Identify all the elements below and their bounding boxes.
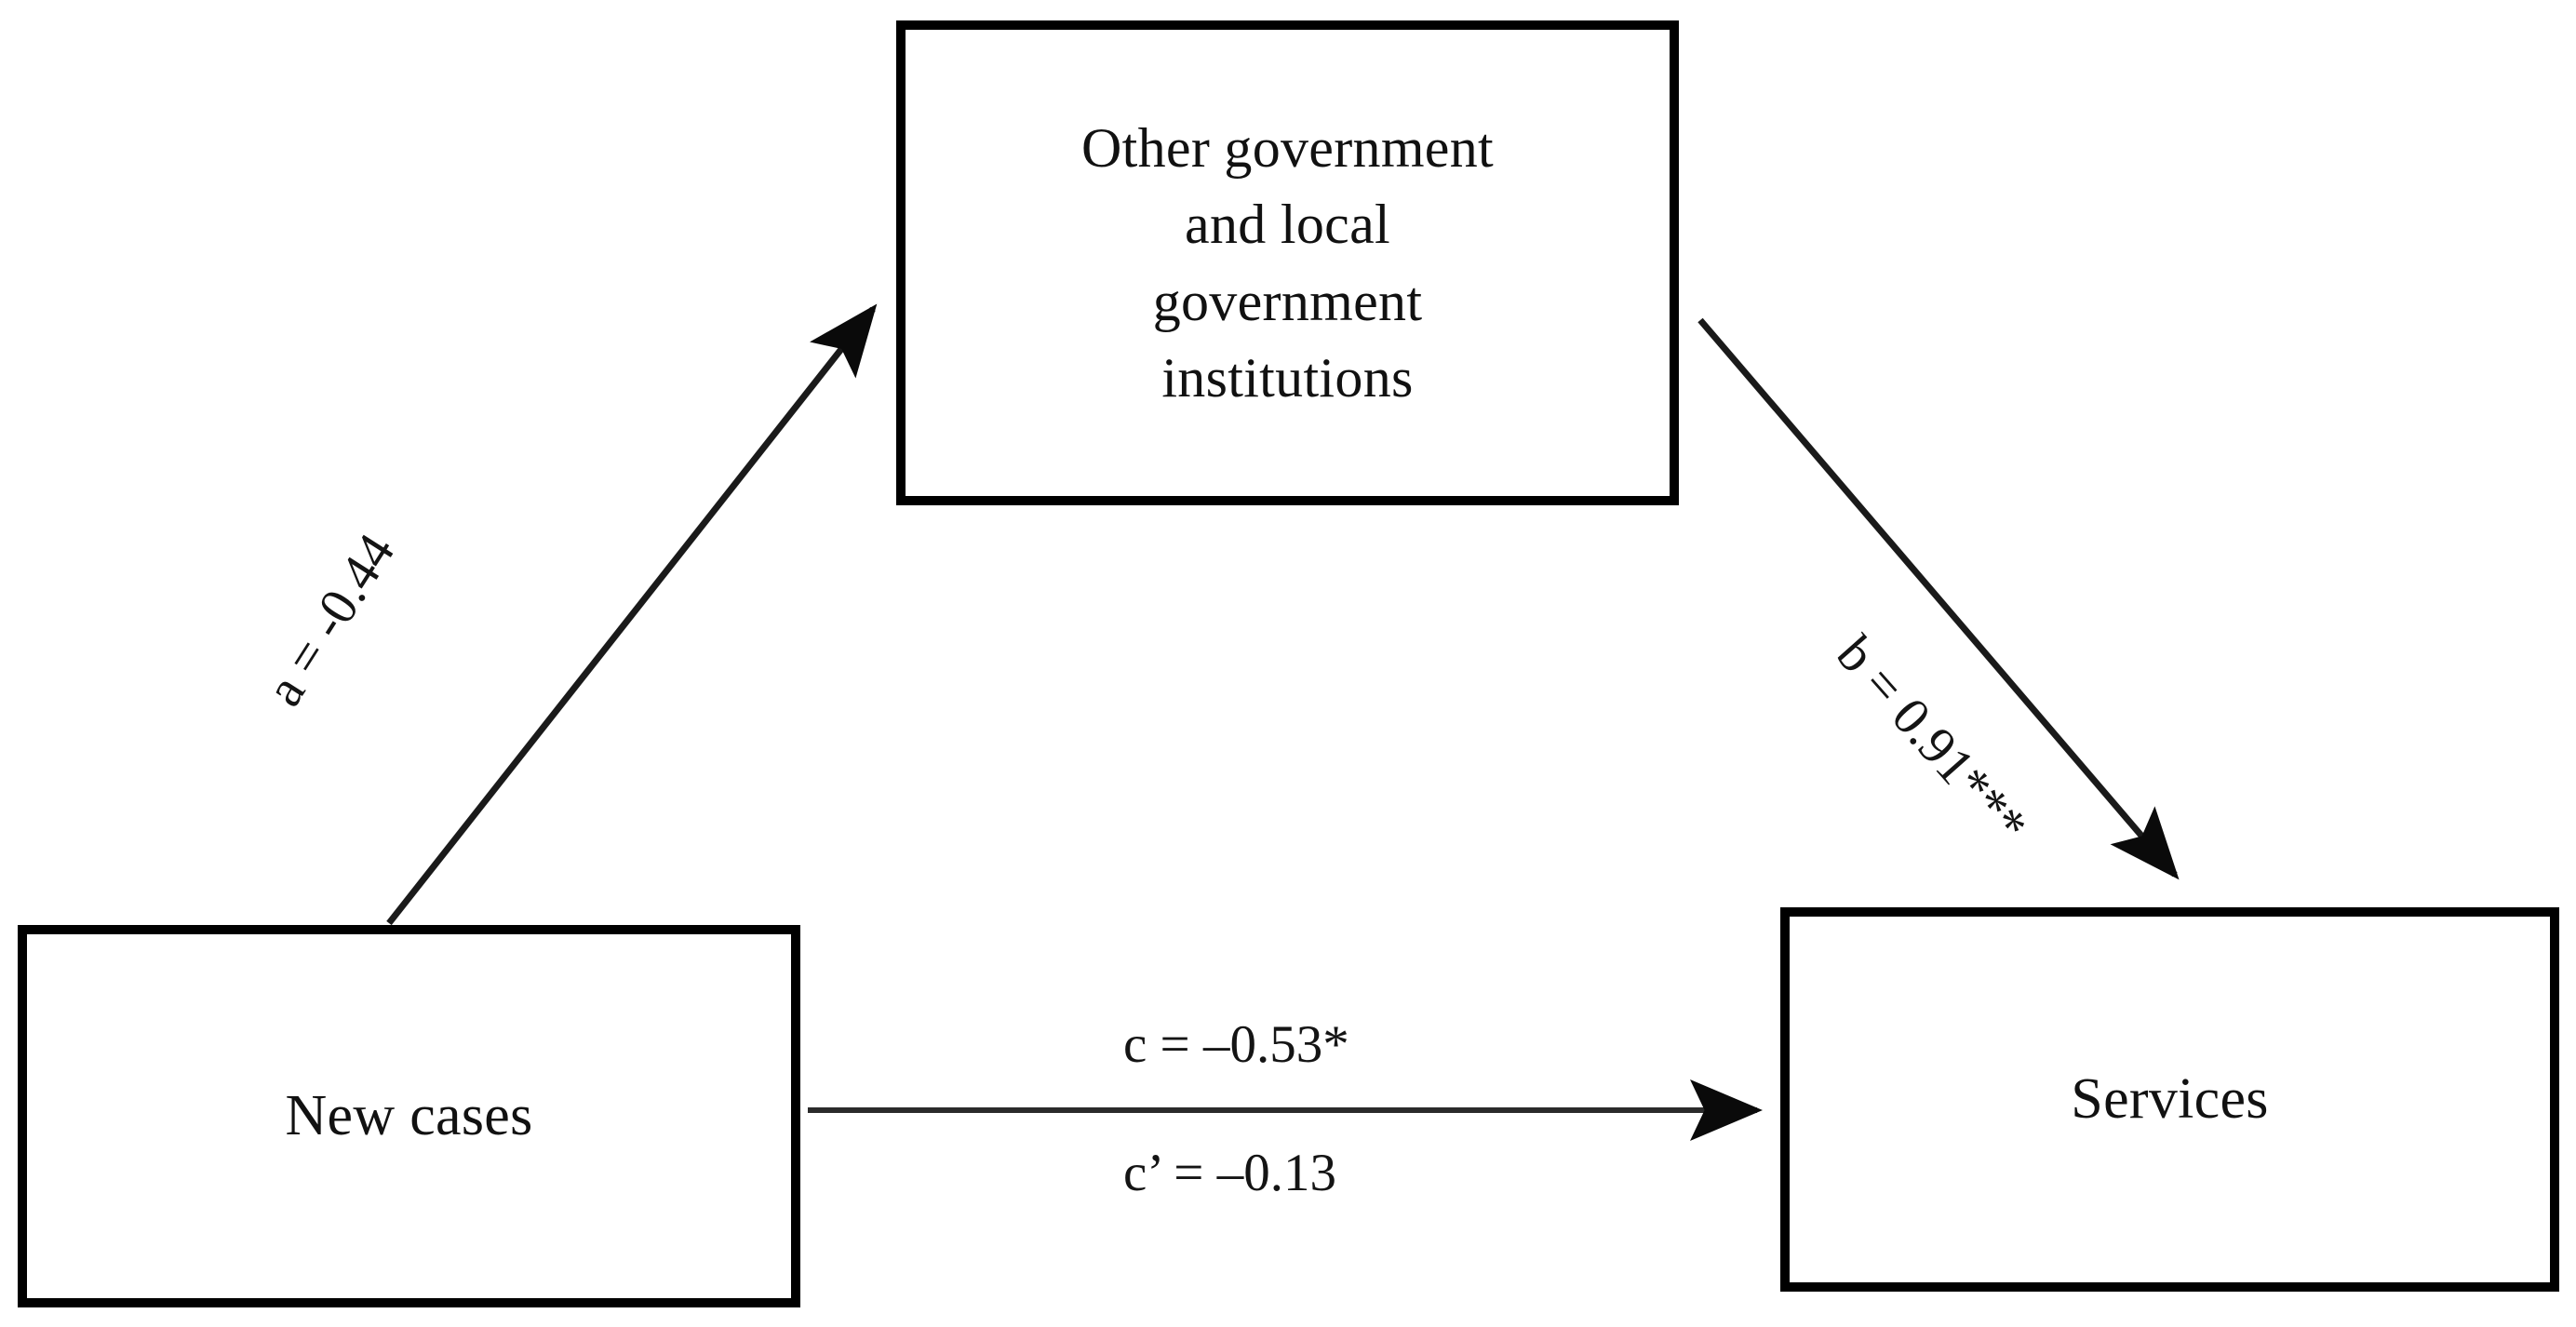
node-predictor-label: New cases [285, 1083, 533, 1147]
path-a-arrow [386, 303, 878, 926]
node-mediator-label: Other government and local government in… [1081, 117, 1494, 409]
path-c-prime-label: c’ = –0.13 [1123, 1144, 1336, 1202]
node-outcome-label: Services [2071, 1066, 2269, 1131]
path-a-label: a = -0.44 [254, 523, 407, 717]
path-b-label: b = 0.91*** [1825, 624, 2039, 855]
node-mediator-institutions: Other government and local government in… [896, 20, 1679, 505]
path-c-label: c = –0.53* [1123, 1015, 1349, 1074]
node-new-cases: New cases [18, 925, 800, 1307]
node-services: Services [1780, 907, 2559, 1292]
